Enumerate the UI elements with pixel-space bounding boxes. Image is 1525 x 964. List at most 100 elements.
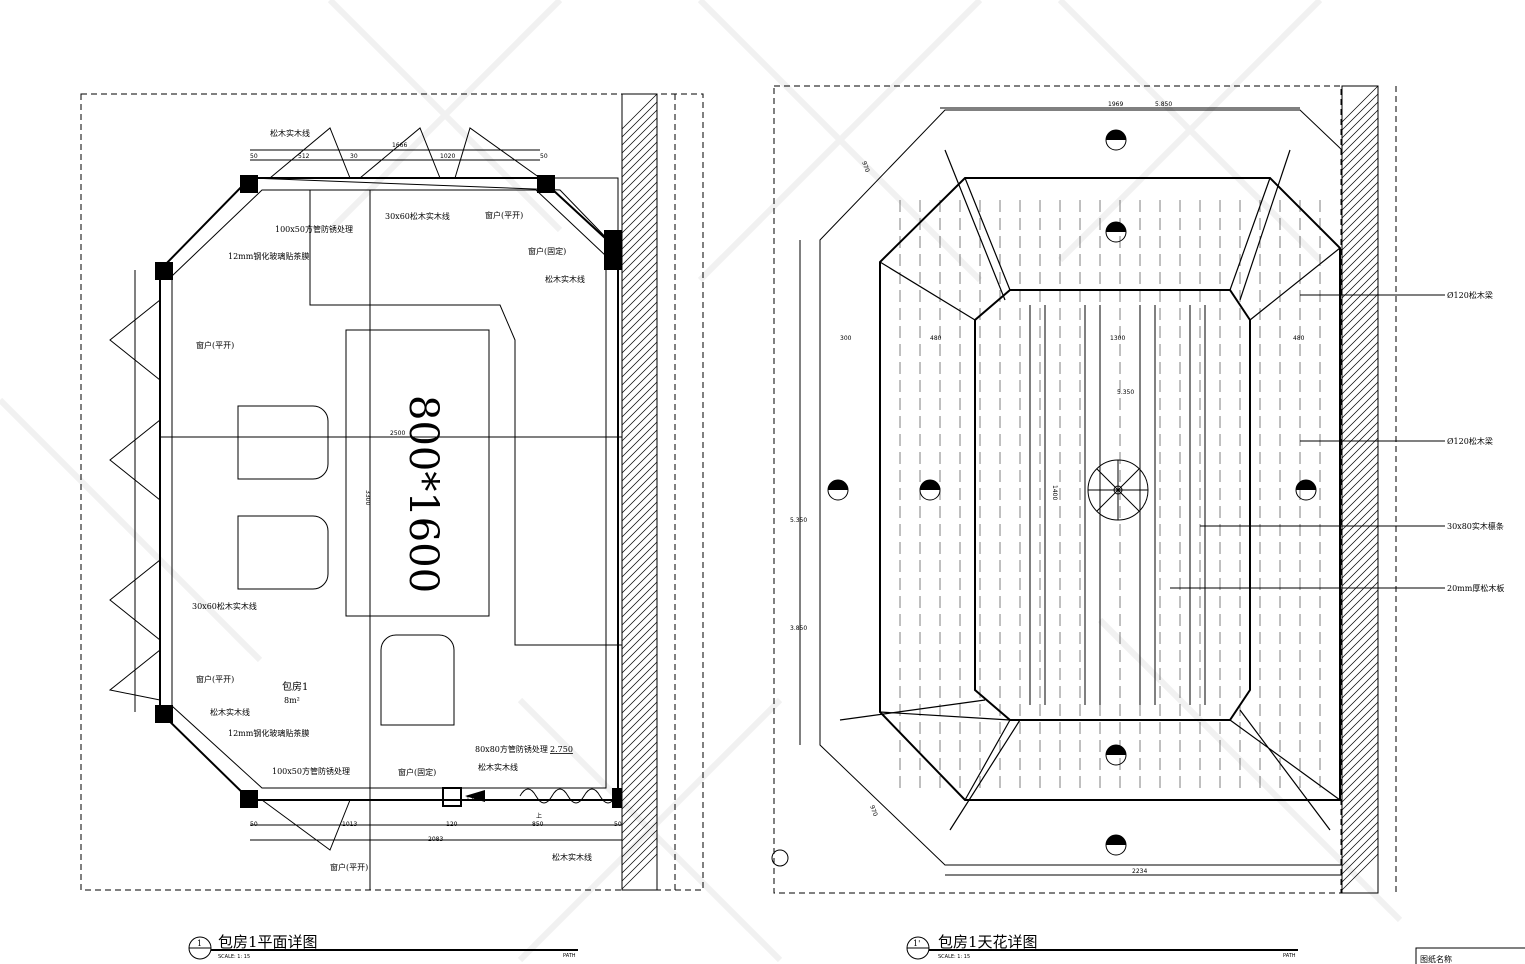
hatch-line bbox=[621, 477, 658, 514]
hatch-line bbox=[621, 429, 658, 466]
hatch-line bbox=[1341, 493, 1379, 531]
annotation: 100x50方管防锈处理 bbox=[272, 766, 350, 776]
corner-post bbox=[612, 788, 622, 808]
hatch-line bbox=[1341, 349, 1379, 387]
hatch-line bbox=[621, 413, 658, 450]
hatch-line bbox=[1341, 285, 1379, 323]
plan-dimensions: 1666 512 30 1020 50 50 2500 3300 1013 12… bbox=[250, 142, 622, 843]
hatch-line bbox=[1341, 621, 1379, 659]
hatch-line bbox=[621, 253, 658, 290]
hatch-line bbox=[621, 493, 658, 530]
dining-table bbox=[345, 329, 490, 617]
svg-text:1: 1 bbox=[197, 939, 202, 948]
svg-text:970: 970 bbox=[860, 160, 871, 173]
svg-text:PATH: PATH bbox=[1283, 953, 1296, 959]
svg-text:PATH: PATH bbox=[563, 953, 576, 959]
hatch-line bbox=[621, 685, 658, 722]
hatch-line bbox=[1341, 669, 1379, 707]
window-swing-top bbox=[269, 127, 541, 179]
hatch-line bbox=[621, 317, 658, 354]
hatch-line bbox=[1341, 101, 1379, 139]
hatch-line bbox=[621, 405, 658, 442]
hatch-line bbox=[621, 517, 658, 554]
svg-text:50: 50 bbox=[250, 821, 258, 828]
hatch-line bbox=[1341, 653, 1379, 691]
hatch-line bbox=[621, 557, 658, 594]
hatch-line bbox=[621, 261, 658, 298]
hatch-line bbox=[1341, 637, 1379, 675]
hatch-line bbox=[621, 709, 658, 746]
watermark-pattern bbox=[0, 0, 1403, 963]
hatch-line bbox=[1341, 181, 1379, 219]
annotation: 30x60松木实木线 bbox=[192, 601, 257, 611]
hatch-line bbox=[1341, 469, 1379, 507]
hatch-line bbox=[621, 733, 658, 770]
hatch-line bbox=[621, 509, 658, 546]
hatch-line bbox=[621, 333, 658, 370]
svg-text:480: 480 bbox=[1293, 335, 1305, 342]
hatch-line bbox=[621, 133, 658, 170]
hatch-line bbox=[1341, 141, 1379, 179]
hatch-line bbox=[1341, 541, 1379, 579]
hatch-line bbox=[1341, 205, 1379, 243]
hatch-line bbox=[621, 349, 658, 386]
corner-post bbox=[537, 175, 555, 193]
hatch-line bbox=[1341, 717, 1379, 755]
hatch-line bbox=[1341, 765, 1379, 803]
hatch-line bbox=[621, 789, 658, 826]
hatch-line bbox=[621, 501, 658, 538]
hatch-line bbox=[1341, 245, 1379, 283]
elevation-mark: 2.750 bbox=[550, 745, 573, 754]
hatch-line bbox=[621, 621, 658, 658]
annotation: 20mm厚松木板 bbox=[1447, 583, 1504, 593]
hatch-line bbox=[1341, 757, 1379, 795]
annotation: 窗户(固定) bbox=[528, 246, 566, 256]
hatch-line bbox=[621, 565, 658, 602]
hatch-line bbox=[1341, 381, 1379, 419]
hatch-line bbox=[1341, 837, 1379, 875]
annotation: Ø120松木梁 bbox=[1447, 436, 1493, 446]
ceiling-leaders bbox=[799, 107, 1445, 876]
svg-text:1020: 1020 bbox=[440, 153, 455, 160]
plan-frame bbox=[80, 93, 704, 891]
hatch-line bbox=[621, 213, 658, 250]
annotation: 松木实木线 bbox=[552, 852, 592, 862]
hatch-line bbox=[1341, 213, 1379, 251]
hatch-line bbox=[1341, 701, 1379, 739]
hatch-line bbox=[621, 357, 658, 394]
hatch-line bbox=[1341, 821, 1379, 859]
hatch-line bbox=[621, 93, 658, 130]
hatch-line bbox=[1341, 517, 1379, 555]
svg-text:SCALE: 1: 15: SCALE: 1: 15 bbox=[938, 954, 970, 960]
section-mark-icon bbox=[771, 849, 789, 867]
ceiling-planks bbox=[899, 200, 1321, 790]
hatch-line bbox=[1341, 629, 1379, 667]
title-block: 图纸名称 bbox=[1415, 947, 1525, 964]
hatch-line bbox=[621, 813, 658, 850]
chandelier-icon bbox=[1087, 459, 1149, 521]
plan-room-outline bbox=[159, 177, 619, 801]
svg-text:30: 30 bbox=[350, 153, 358, 160]
hatch-line bbox=[1341, 709, 1379, 747]
hatch-line bbox=[1341, 293, 1379, 331]
hatch-line bbox=[621, 245, 658, 282]
hatch-line bbox=[1341, 301, 1379, 339]
annotation: Ø120松木梁 bbox=[1447, 290, 1493, 300]
svg-text:120: 120 bbox=[466, 796, 478, 803]
annotation: 30x60松木实木线 bbox=[385, 211, 450, 221]
hatch-line bbox=[1341, 189, 1379, 227]
svg-text:970: 970 bbox=[868, 804, 879, 817]
annotation: 100x50方管防锈处理 bbox=[275, 224, 353, 234]
svg-text:480: 480 bbox=[930, 335, 942, 342]
hatch-line bbox=[621, 173, 658, 210]
ceiling-title: 包房1天花详图 bbox=[938, 933, 1038, 951]
hatch-line bbox=[621, 149, 658, 186]
ceiling-lights bbox=[827, 129, 1317, 856]
annotation: 窗户(平开) bbox=[196, 340, 234, 350]
hatch-line bbox=[1341, 853, 1379, 891]
hatch-line bbox=[621, 189, 658, 226]
hatch-line bbox=[1341, 789, 1379, 827]
hatch-line bbox=[621, 397, 658, 434]
room-name: 包房1 bbox=[282, 680, 308, 693]
hatch-line bbox=[1341, 581, 1379, 619]
